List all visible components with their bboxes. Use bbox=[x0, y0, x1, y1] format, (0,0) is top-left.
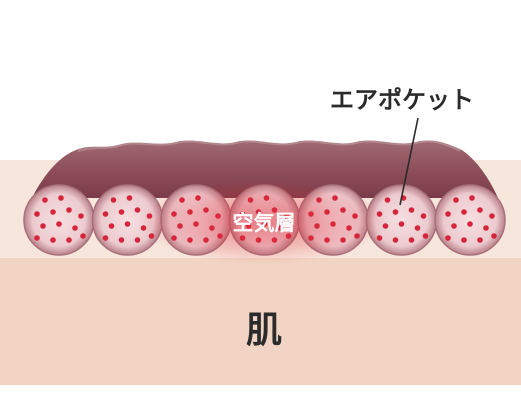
air-dot bbox=[110, 197, 117, 203]
air-dot bbox=[118, 209, 125, 215]
fabric-top-surface bbox=[32, 140, 498, 198]
air-dot bbox=[445, 235, 451, 241]
air-dot bbox=[392, 209, 399, 215]
air-dot bbox=[56, 221, 62, 227]
air-dot bbox=[408, 207, 415, 213]
air-layer-label: 空気層 bbox=[233, 211, 296, 235]
air-pocket-leader-line bbox=[399, 117, 419, 206]
air-dot bbox=[50, 209, 56, 215]
air-dot bbox=[102, 235, 109, 241]
air-dot bbox=[420, 213, 427, 219]
air-dot bbox=[483, 225, 489, 231]
air-dot bbox=[477, 207, 483, 213]
air-dot bbox=[422, 233, 429, 239]
fiber-cross-section bbox=[434, 184, 506, 256]
air-dot bbox=[134, 237, 141, 243]
skin-area-bottom-strip bbox=[0, 385, 521, 393]
fiber-cross-section bbox=[23, 184, 95, 256]
air-dot bbox=[398, 221, 405, 227]
skin-area bbox=[0, 258, 521, 393]
air-dot bbox=[80, 233, 86, 239]
air-dot bbox=[108, 223, 115, 229]
air-dot bbox=[126, 195, 133, 201]
air-dot bbox=[469, 195, 475, 201]
air-dot bbox=[384, 197, 391, 203]
air-dot bbox=[102, 211, 109, 217]
skin-label: 肌 bbox=[246, 310, 282, 351]
air-dot bbox=[408, 237, 415, 243]
air-pocket-label: エアポケット bbox=[330, 86, 474, 114]
air-dot bbox=[40, 223, 46, 229]
air-dot bbox=[58, 195, 64, 201]
air-dot bbox=[489, 213, 495, 219]
air-dot bbox=[445, 211, 451, 217]
air-dot bbox=[66, 237, 72, 243]
air-dot bbox=[118, 237, 125, 243]
air-dot bbox=[491, 233, 497, 239]
air-dot bbox=[42, 197, 48, 203]
air-dot bbox=[461, 209, 467, 215]
air-dot bbox=[461, 237, 467, 243]
air-dot bbox=[392, 237, 399, 243]
fabric-top-highlight bbox=[77, 140, 461, 152]
air-dot bbox=[50, 237, 56, 243]
air-layer-glow bbox=[137, 180, 387, 264]
air-dot bbox=[453, 197, 459, 203]
air-dot bbox=[414, 225, 421, 231]
air-dot bbox=[134, 207, 141, 213]
air-dot bbox=[451, 223, 457, 229]
air-dot bbox=[72, 225, 78, 231]
air-dot bbox=[34, 235, 40, 241]
air-dot bbox=[78, 213, 84, 219]
air-dot bbox=[467, 221, 473, 227]
air-dot bbox=[124, 221, 131, 227]
air-dot bbox=[34, 211, 40, 217]
air-dot bbox=[477, 237, 483, 243]
air-dot bbox=[66, 207, 72, 213]
